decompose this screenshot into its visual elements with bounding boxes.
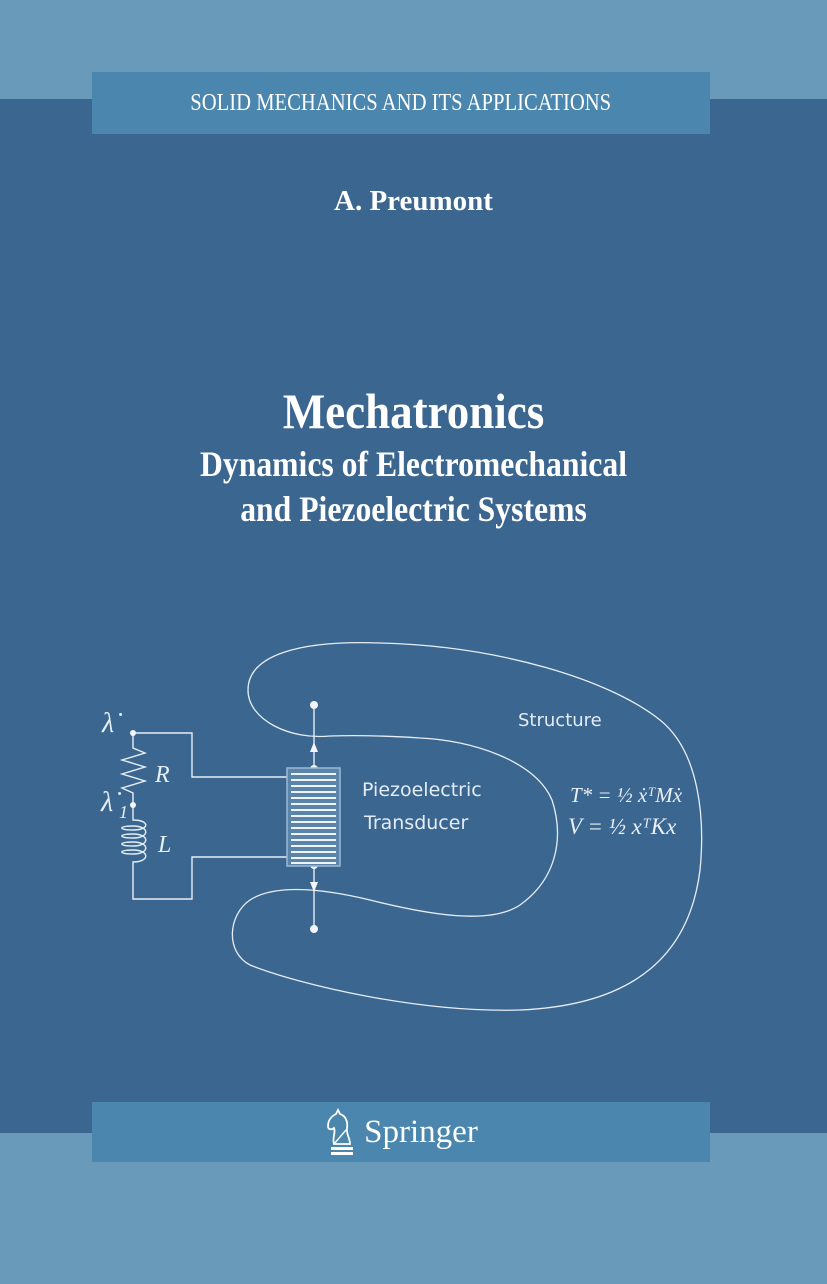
circuit-wires xyxy=(119,705,315,929)
arrow-down-icon xyxy=(310,882,318,892)
subtitle-line-2: and Piezoelectric Systems xyxy=(240,489,587,529)
book-title: Mechatronics xyxy=(282,383,545,439)
resistor-icon xyxy=(119,733,148,805)
knight-chess-piece-icon xyxy=(327,1108,354,1155)
main-band xyxy=(0,99,827,1133)
publisher-banner: Springer xyxy=(92,1102,710,1162)
structure-outline xyxy=(231,641,703,1011)
title-block: Mechatronics Dynamics of Electromechanic… xyxy=(0,380,827,532)
lambda1-subscript: 1 xyxy=(119,802,128,822)
kinetic-energy-equation: T* = ½ ẋᵀMẋ xyxy=(570,783,683,807)
lambda1-dot-label: λ̇ xyxy=(100,787,121,818)
lambda-dot-label: λ̇ xyxy=(101,708,122,739)
inductor-label: L xyxy=(157,832,171,858)
subtitle-line-1: Dynamics of Electromechanical xyxy=(199,444,628,484)
transducer-label-line-2: Transducer xyxy=(363,812,468,834)
series-banner: SOLID MECHANICS AND ITS APPLICATIONS xyxy=(92,72,710,134)
series-title: SOLID MECHANICS AND ITS APPLICATIONS xyxy=(190,89,612,116)
piezo-transducer xyxy=(286,767,341,867)
author-name: A. Preumont xyxy=(334,185,493,217)
potential-energy-equation: V = ½ xᵀKx xyxy=(568,814,677,839)
structure-label: Structure xyxy=(518,710,602,731)
transducer-label-line-1: Piezoelectric xyxy=(362,779,482,801)
inductor-icon xyxy=(121,805,147,870)
publisher-name: Springer xyxy=(364,1113,478,1150)
resistor-label: R xyxy=(154,762,170,788)
arrow-up-icon xyxy=(310,742,318,752)
